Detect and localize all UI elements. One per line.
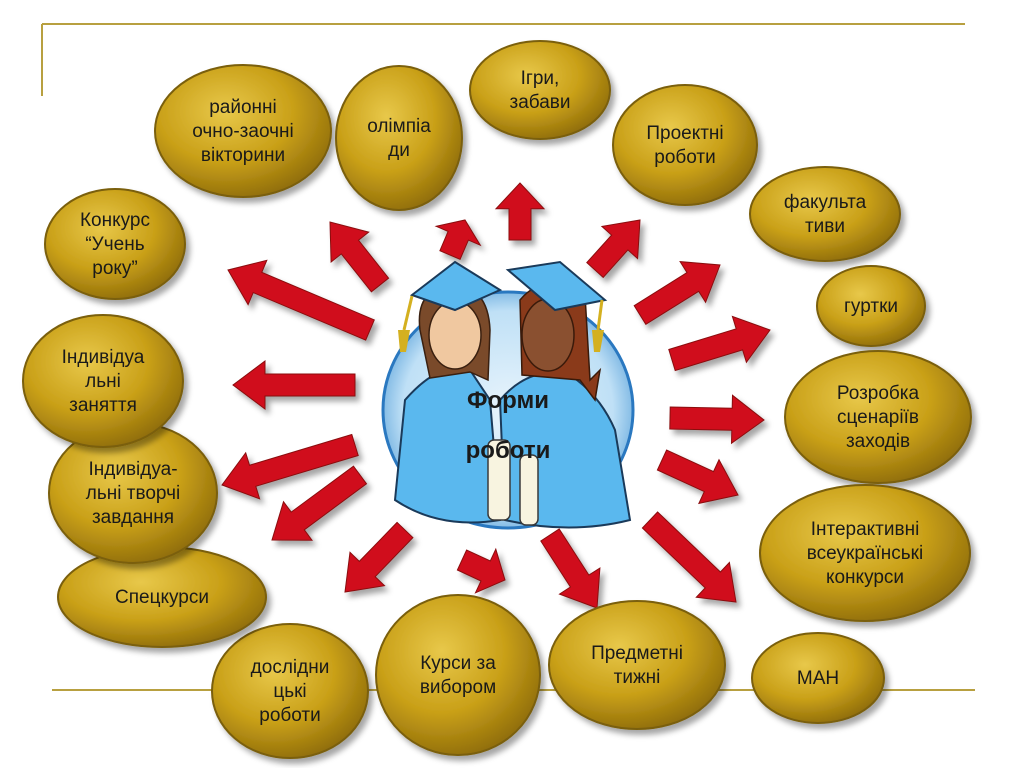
arrow-to-individual-lessons — [232, 360, 356, 410]
bubble-label-line: забави — [510, 92, 571, 113]
arrow-to-olympiads — [434, 219, 482, 260]
bubble-shape — [154, 64, 332, 198]
bubble-label-line: “Учень — [85, 234, 144, 255]
student-right-figure — [498, 260, 632, 529]
diploma-scrolls — [487, 439, 539, 526]
bubble-label-line: вікторини — [201, 145, 285, 166]
center-illustration: Форми роботи — [381, 260, 635, 530]
student-left-figure — [393, 260, 503, 524]
bubble-shape — [759, 484, 971, 622]
bubble-shape — [751, 632, 885, 724]
bubble-shape — [784, 350, 972, 484]
bubble-label-line: ди — [388, 140, 410, 161]
bubble-label-line: заняття — [69, 395, 137, 416]
bubble-label-line: конкурси — [826, 567, 904, 588]
bubble-shape — [375, 594, 541, 756]
arrow-to-scenarios — [669, 394, 765, 445]
bubble-olympiads: олімпіа ди — [335, 65, 463, 211]
bubble-label-line: олімпіа — [367, 116, 431, 137]
arrow-to-research — [344, 521, 414, 593]
bubble-label-line: сценаріїв — [837, 407, 919, 428]
bubble-label-line: Інтерактивні — [811, 519, 920, 540]
bubble-shape — [548, 600, 726, 730]
bubble-individual-lessons: Індивідуа льні заняття — [22, 314, 184, 448]
center-title-line-1: Форми — [467, 387, 549, 414]
bubble-special-courses: Спецкурси — [57, 546, 267, 648]
bubble-shape — [816, 265, 926, 347]
arrow-to-special-courses — [271, 465, 368, 541]
bubble-creative-tasks: Індивідуа-льні творчі завдання — [48, 422, 218, 564]
arrow-to-creative-tasks — [221, 433, 359, 500]
arrow-to-competitions-district — [329, 221, 390, 293]
bubble-shape — [211, 623, 369, 759]
bubble-shape — [22, 314, 184, 448]
bubble-label-line: льні творчі — [86, 483, 180, 504]
bubble-electives: факульта тиви — [749, 166, 901, 262]
bubble-shape — [335, 65, 463, 211]
bubble-scenarios: Розробка сценаріїв заходів — [784, 350, 972, 484]
bubble-label-line: всеукраїнські — [807, 543, 923, 564]
bubble-competitions-district: районні очно-заочні вікторини — [154, 64, 332, 198]
bubble-label-line: заходів — [846, 431, 910, 452]
bubble-label-line: Конкурс — [80, 210, 150, 231]
bubble-shape — [612, 84, 758, 206]
bubble-interactive: Інтерактивні всеукраїнські конкурси — [759, 484, 971, 622]
center-title-line-2: роботи — [466, 437, 551, 464]
bubble-label-line: Проектні — [646, 123, 723, 144]
arrow-to-subject-weeks — [540, 528, 601, 609]
bubble-clubs: гуртки — [816, 265, 926, 347]
bubble-label-line: Розробка — [837, 383, 920, 404]
bubble-courses: Курси за вибором — [375, 594, 541, 756]
bubble-label-line: завдання — [92, 507, 174, 528]
bubble-label-line: Курси за — [420, 653, 496, 674]
bubble-label-line: очно-заочні — [192, 121, 293, 142]
bubble-man: МАН — [751, 632, 885, 724]
bubble-label-line: Індивідуа- — [88, 459, 177, 480]
bubble-label-line: тижні — [614, 667, 661, 688]
arrows-group — [221, 182, 771, 609]
arrow-to-man — [641, 511, 737, 603]
bubble-label-line: Спецкурси — [115, 587, 209, 608]
arrow-to-interactive — [656, 449, 739, 505]
bubble-shape — [44, 188, 186, 300]
bubble-label-line: роботи — [654, 147, 715, 168]
bubble-label-line: дослідни — [251, 657, 330, 678]
bubble-label-line: льні — [85, 371, 121, 392]
bubble-label-line: факульта — [784, 192, 867, 213]
bubble-label-line: районні — [209, 97, 277, 118]
bubble-label-line: цькі — [273, 681, 306, 702]
bubble-label-line: року” — [92, 258, 138, 279]
bubble-label-line: Ігри, — [521, 68, 560, 89]
bubble-games: Ігри, забави — [469, 40, 611, 140]
bubble-student-of-year: Конкурс “Учень року” — [44, 188, 186, 300]
bubble-label-line: Індивідуа — [62, 347, 145, 368]
bubble-shape — [469, 40, 611, 140]
arrow-to-courses — [456, 547, 506, 594]
bubble-label-line: тиви — [805, 216, 845, 237]
arrow-to-clubs — [668, 315, 771, 372]
bubble-shape — [749, 166, 901, 262]
bubble-label-line: МАН — [797, 668, 839, 689]
bubbles-group: районні очно-заочні вікторини олімпіа ди Ігри… — [22, 40, 972, 759]
arrow-to-student-of-year — [227, 259, 375, 341]
bubble-label-line: гуртки — [844, 296, 898, 317]
arrow-to-projects — [586, 219, 641, 279]
bubble-projects: Проектні роботи — [612, 84, 758, 206]
bubble-subject-weeks: Предметні тижні — [548, 600, 726, 730]
bubble-label-line: вибором — [420, 677, 496, 698]
arrow-to-electives — [633, 261, 721, 325]
bubble-label-line: Предметні — [591, 643, 683, 664]
arrow-to-games — [494, 182, 546, 241]
bubble-label-line: роботи — [259, 705, 320, 726]
bubble-research: дослідни цькі роботи — [211, 623, 369, 759]
